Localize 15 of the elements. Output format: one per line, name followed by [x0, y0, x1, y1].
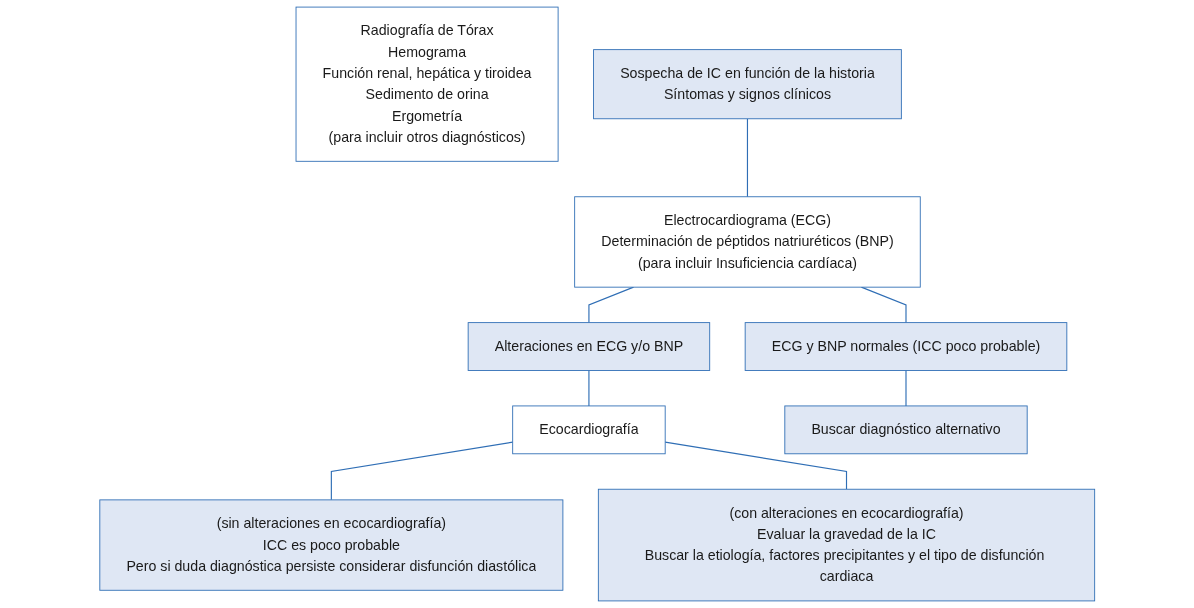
- node-box: Buscar diagnóstico alternativo: [784, 405, 1028, 455]
- node-box: Ecocardiografía: [512, 405, 666, 455]
- node-box: Electrocardiograma (ECG) Determinación de péptidos natriuréticos (BNP) (para incluir Insuficiencia cardíaca): [573, 196, 921, 288]
- node-box: (sin alteraciones en ecocardiografía) ICC es poco probable Pero si duda diagnóstica persiste considerar disfunción diastólica: [99, 499, 564, 591]
- node-box: Sospecha de IC en función de la historia Síntomas y signos clínicos: [592, 49, 902, 120]
- node-box: Radiografía de Tórax Hemograma Función renal, hepática y tiroidea Sedimento de orina Ergometría (para incluir otros diagnósticos): [295, 6, 559, 162]
- node-box: ECG y BNP normales (ICC poco probable): [744, 322, 1068, 371]
- connector: [330, 441, 513, 501]
- connector: [588, 286, 634, 324]
- connector: [905, 369, 907, 407]
- connector: [588, 369, 590, 407]
- node-box: (con alteraciones en ecocardiografía) Evaluar la gravedad de la IC Buscar la etiología, factores precipitantes y el tipo de disfunción cardiaca: [597, 488, 1095, 602]
- connector: [664, 441, 847, 490]
- connector: [746, 118, 748, 198]
- node-box: Alteraciones en ECG y/o BNP: [467, 322, 710, 371]
